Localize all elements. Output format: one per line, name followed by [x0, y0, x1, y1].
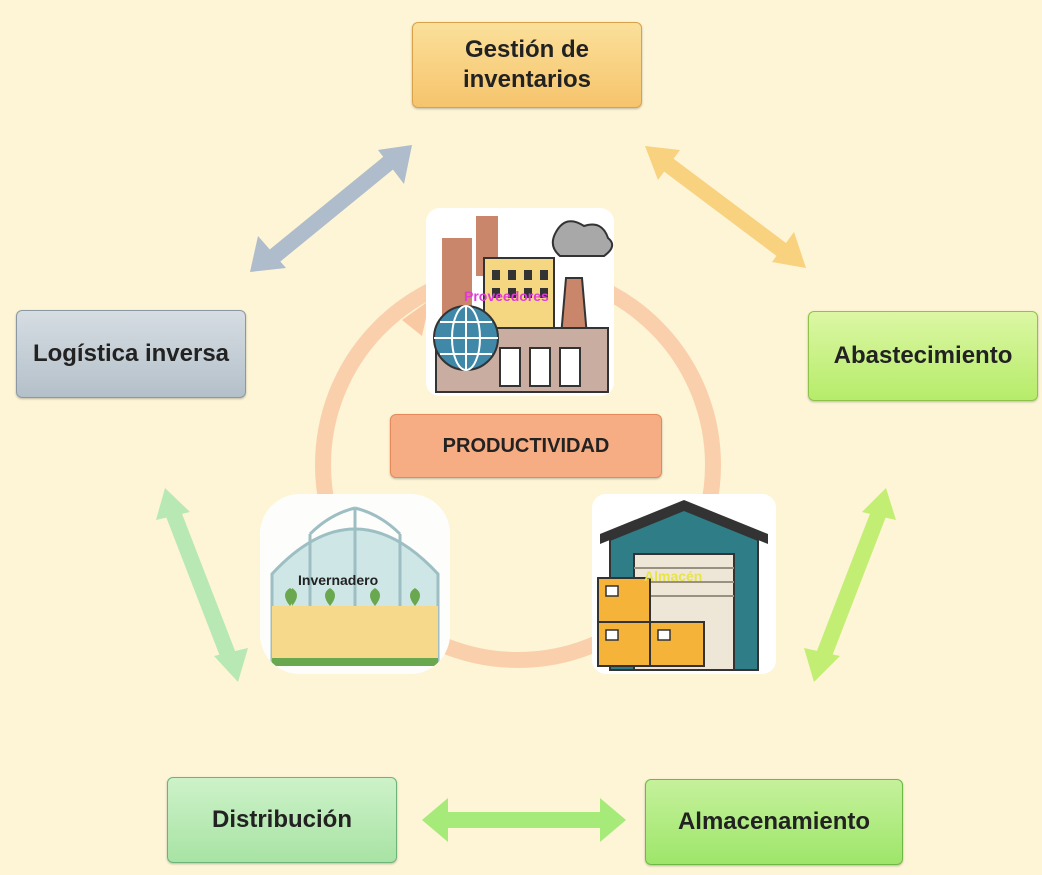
warehouse-icon — [592, 494, 776, 674]
warehouse-illustration — [592, 494, 776, 674]
arrow-abastecimiento-almacenamiento — [804, 488, 896, 682]
arrow-distribucion-almacenamiento — [422, 798, 626, 842]
distribucion-box: Distribución — [167, 777, 397, 863]
arrow-logistica-distribucion — [156, 488, 248, 682]
factory-illustration — [426, 208, 614, 396]
abastecimiento-box: Abastecimiento — [808, 311, 1038, 401]
proveedores-label: Proveedores — [464, 288, 549, 304]
factory-icon — [426, 208, 614, 396]
productividad-box: PRODUCTIVIDAD — [390, 414, 662, 478]
arrow-gestion-abastecimiento — [645, 146, 806, 268]
cycle-arrowhead — [402, 300, 430, 336]
greenhouse-icon — [260, 494, 450, 674]
invernadero-label: Invernadero — [298, 572, 379, 588]
logistica-inversa-box: Logística inversa — [16, 310, 246, 398]
arrow-logistica-gestion — [250, 145, 412, 272]
almacenamiento-box: Almacenamiento — [645, 779, 903, 865]
gestion-inventarios-box: Gestión de inventarios — [412, 22, 642, 108]
almacen-label: Almacén — [644, 568, 703, 584]
greenhouse-illustration — [260, 494, 450, 674]
